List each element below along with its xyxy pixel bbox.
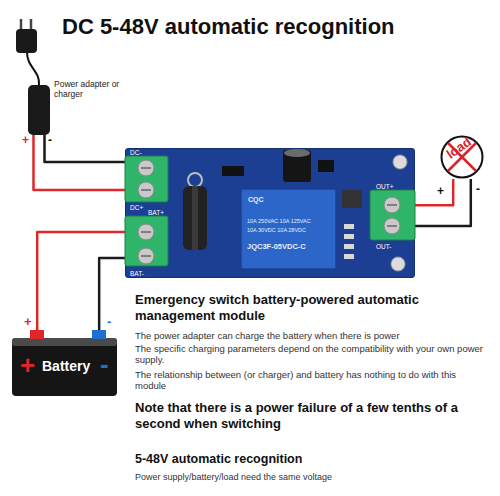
terminal-screw (384, 218, 400, 234)
smd-resistor (344, 224, 354, 229)
black-wire (45, 135, 126, 162)
pin-name: BAT- (130, 270, 144, 278)
pin-name: OUT+ (376, 183, 394, 191)
smd-resistor (344, 254, 354, 259)
terminal-block (125, 216, 168, 266)
relay-rating: 10A 250VAC 10A 125VAC (247, 218, 311, 225)
inductor-core (192, 186, 198, 250)
polarity-mark: + (24, 314, 32, 330)
screw-slot (141, 167, 151, 169)
smd-chip (318, 160, 334, 172)
inductor-wire (188, 173, 202, 187)
adapter-cord (27, 52, 39, 85)
black-wire (99, 258, 125, 338)
terminal-screw (138, 248, 154, 264)
black-wire (415, 179, 471, 226)
smd-resistor (344, 234, 354, 239)
polarity-mark: + (20, 350, 35, 381)
terminal-screw (138, 224, 154, 240)
pin-name: DC+ (130, 204, 143, 212)
smd-resistor (344, 244, 354, 249)
polarity-mark: - (107, 314, 111, 330)
screw-slot (141, 231, 151, 233)
polarity-mark: + (437, 184, 444, 198)
capacitor (283, 150, 311, 182)
red-wire (37, 232, 125, 338)
title-text: DC 5-48V automatic recognition (62, 14, 395, 40)
relay-mark: CQC (248, 196, 264, 204)
plug-body (16, 29, 37, 53)
pin-name: DC- (130, 149, 142, 157)
capacitor-top (284, 149, 310, 157)
body-text: Power supply/battery/load need the same … (135, 472, 485, 483)
screw-slot (387, 204, 397, 206)
screw-slot (387, 225, 397, 227)
battery-post (92, 330, 106, 339)
polarity-mark: - (100, 349, 109, 380)
polarity-mark: - (476, 182, 480, 196)
polarity-mark: + (22, 133, 29, 147)
polarity-mark: - (48, 133, 52, 147)
relay-box: CQC 10A 250VAC 10A 125VAC 10A 30VDC 10A 28… (241, 189, 336, 269)
body-text: The specific charging parameters depend … (135, 343, 485, 366)
mounting-hole (393, 155, 407, 169)
red-wire (415, 179, 453, 205)
pin-name: BAT+ (148, 209, 164, 217)
terminal-screw (138, 182, 154, 198)
load-circle: load (440, 135, 484, 179)
red-wire (34, 135, 126, 190)
smd-chip (222, 166, 244, 176)
module-board: DC- DC+ BAT+ BAT- OUT+ OUT- CQC 10A 250VAC 10A … (125, 148, 415, 278)
terminal-screw (384, 197, 400, 213)
terminal-block (370, 190, 415, 240)
battery-lid (12, 338, 117, 346)
inductor (183, 186, 207, 250)
relay-rating: 10A 30VDC 10A 28VDC (247, 227, 306, 234)
terminal-block (125, 156, 168, 202)
screw-slot (141, 255, 151, 257)
mounting-hole (391, 257, 405, 271)
section-heading: Emergency switch battery-powered automat… (135, 292, 475, 323)
screw-slot (141, 189, 151, 191)
smd-inductor (342, 190, 362, 208)
adapter-label: Power adapter or charger (54, 79, 120, 99)
battery-label: Battery (42, 358, 90, 375)
terminal-screw (138, 160, 154, 176)
body-text: The relationship between (or charger) an… (135, 369, 485, 392)
body-text: The power adapter can charge the battery… (135, 330, 485, 341)
note-heading: Note that there is a power failure of a … (135, 400, 465, 431)
power-adapter: Power adapter or charger (28, 85, 50, 135)
section-heading: 5-48V automatic recognition (135, 452, 302, 467)
battery-box: + Battery- (12, 338, 117, 396)
pin-name: OUT- (376, 243, 392, 251)
relay-model: JQC3F-05VDC-C (247, 242, 306, 251)
battery-post (30, 330, 44, 339)
